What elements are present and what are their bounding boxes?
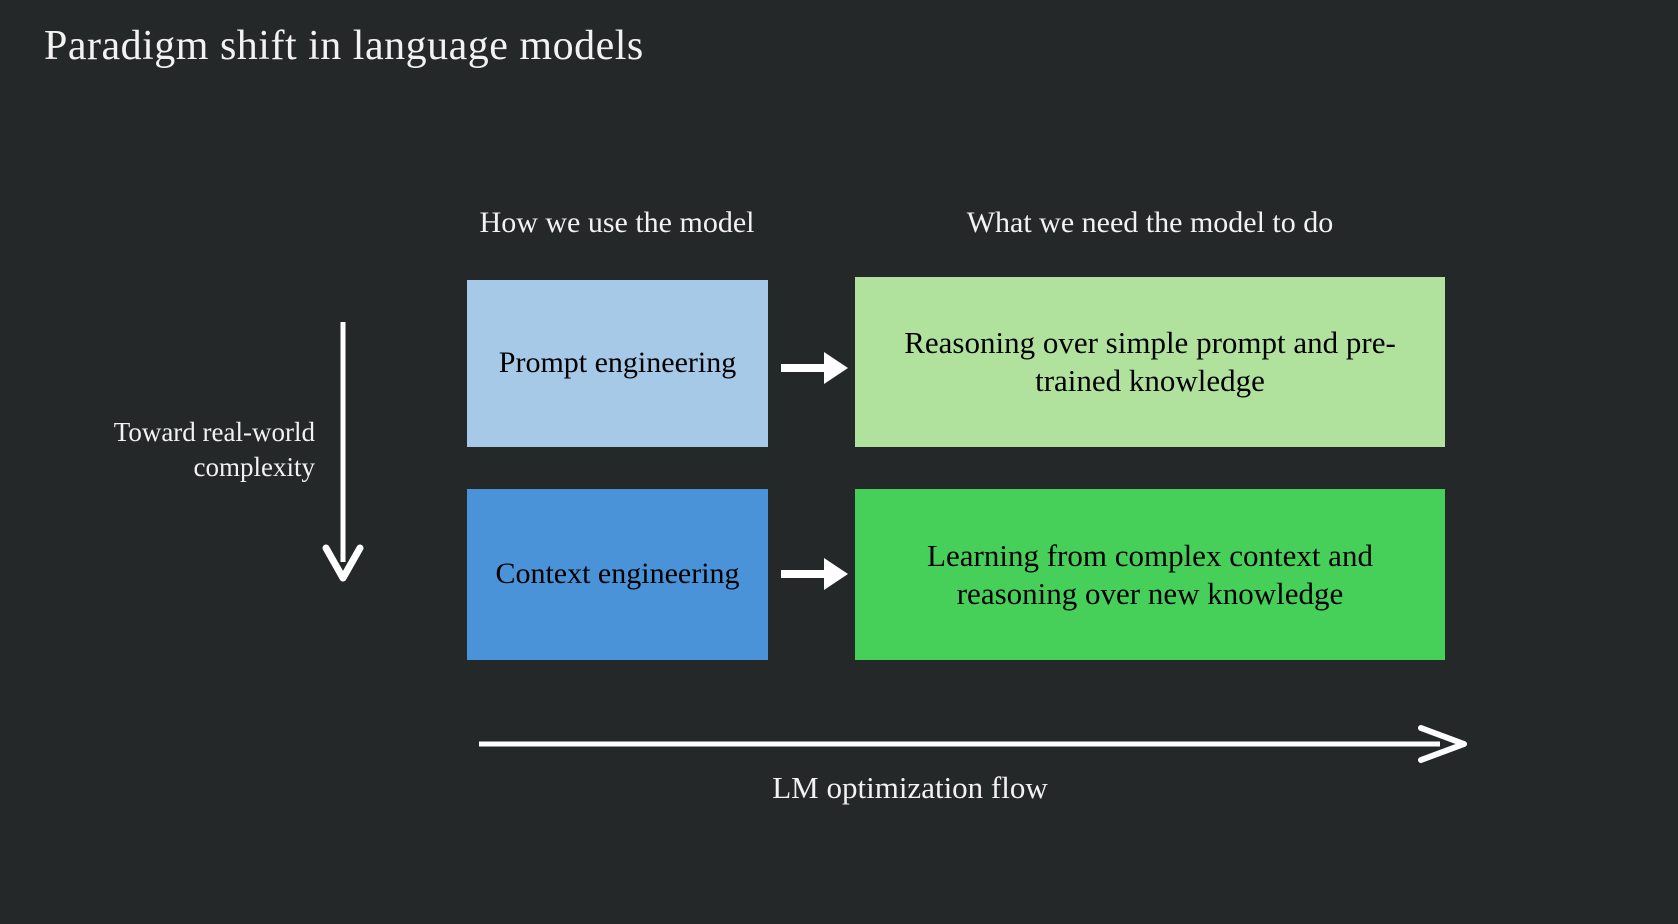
vertical-axis-label: Toward real-world complexity	[113, 417, 315, 483]
horizontal-axis-label: LM optimization flow	[772, 770, 1048, 805]
column-header-what-we-need-the-model-to-do: What we need the model to do	[966, 206, 1334, 239]
right-arrow-icon	[479, 725, 1467, 763]
down-arrow-icon	[322, 322, 364, 582]
connector-right-arrow-icon-row-1	[781, 352, 848, 384]
connector-right-arrow-icon-row-2	[781, 558, 848, 590]
box-reasoning-over-simple-prompt: Reasoning over simple prompt and pre-tra…	[855, 277, 1445, 447]
box-prompt-engineering: Prompt engineering	[467, 280, 768, 447]
page-title: Paradigm shift in language models	[44, 23, 644, 69]
box-learning-from-complex-context: Learning from complex context and reason…	[855, 489, 1445, 660]
column-header-how-we-use-the-model: How we use the model	[479, 206, 755, 239]
box-context-engineering: Context engineering	[467, 489, 768, 660]
